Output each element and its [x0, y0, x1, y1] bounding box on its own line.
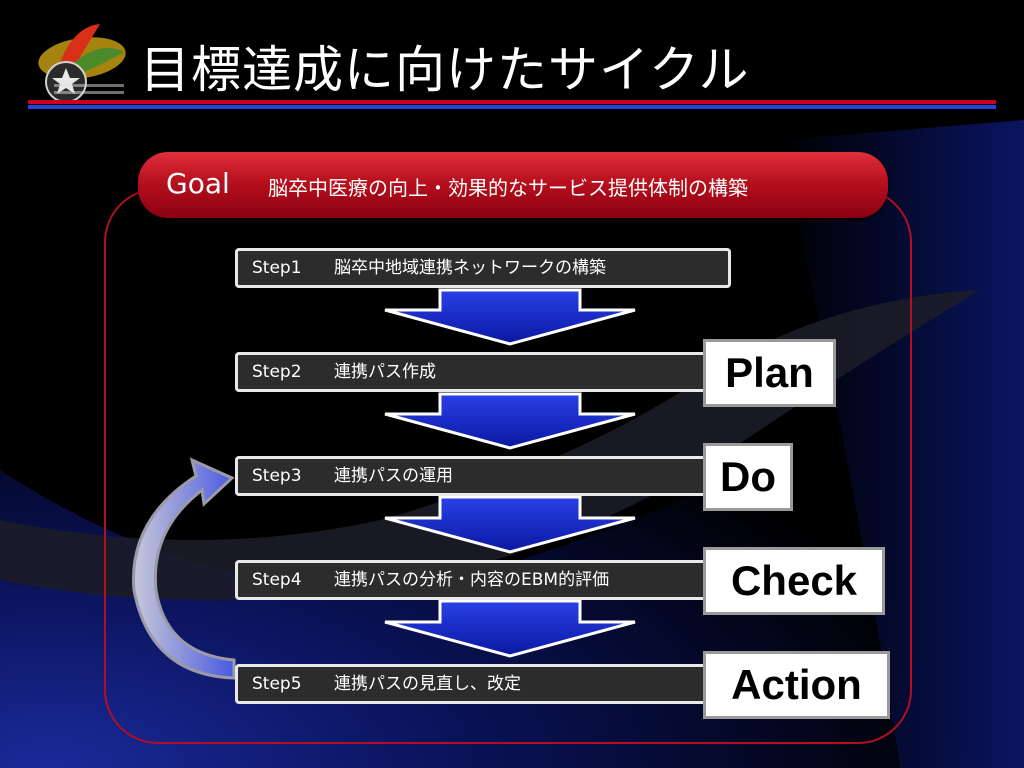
- pdca-check: Check: [703, 547, 885, 615]
- goal-text: 脳卒中医療の向上・効果的なサービス提供体制の構築: [268, 176, 748, 200]
- step-4-number: Step4: [252, 570, 302, 590]
- step-4-text: 連携パスの分析・内容のEBM的評価: [334, 570, 610, 590]
- step-4-box: Step4 連携パスの分析・内容のEBM的評価: [235, 560, 731, 600]
- step-3-text: 連携パスの運用: [334, 466, 453, 486]
- goal-label: Goal: [166, 167, 230, 200]
- step-1-text: 脳卒中地域連携ネットワークの構築: [334, 258, 606, 278]
- step-1-box: Step1 脳卒中地域連携ネットワークの構築: [235, 248, 731, 288]
- title-rule-blue: [28, 105, 996, 109]
- organization-logo: [38, 24, 126, 103]
- step-2-box: Step2 連携パス作成: [235, 352, 731, 392]
- step-5-box: Step5 連携パスの見直し、改定: [235, 664, 731, 704]
- step-5-text: 連携パスの見直し、改定: [334, 674, 521, 694]
- step-3-number: Step3: [252, 466, 302, 486]
- step-5-number: Step5: [252, 674, 302, 694]
- pdca-plan: Plan: [703, 339, 836, 407]
- goal-banner: Goal 脳卒中医療の向上・効果的なサービス提供体制の構築: [138, 152, 888, 218]
- pdca-action: Action: [703, 651, 890, 719]
- title-rule-red: [28, 100, 996, 104]
- step-2-number: Step2: [252, 362, 302, 382]
- slide-title: 目標達成に向けたサイクル: [140, 41, 750, 99]
- step-2-text: 連携パス作成: [334, 362, 436, 382]
- pdca-do: Do: [703, 443, 793, 511]
- step-3-box: Step3 連携パスの運用: [235, 456, 731, 496]
- step-1-number: Step1: [252, 258, 302, 278]
